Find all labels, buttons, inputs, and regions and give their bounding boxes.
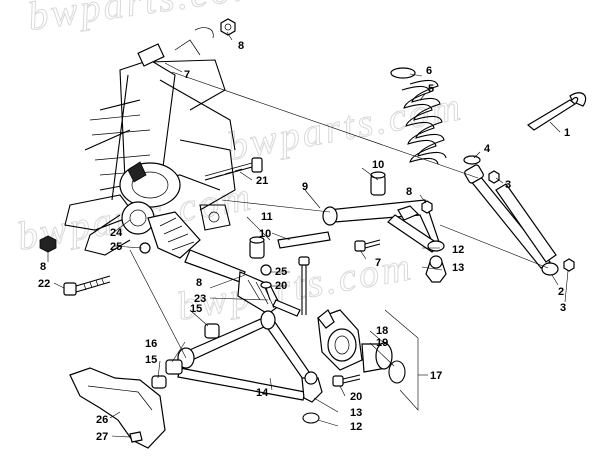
callout-2: 2 xyxy=(558,286,564,298)
frame-assembly xyxy=(64,27,236,256)
leader-lower-arm xyxy=(129,249,187,359)
rivet-27 xyxy=(129,431,143,443)
callout-21: 21 xyxy=(256,175,268,187)
callout-5: 5 xyxy=(428,83,434,95)
bushing-10-lower xyxy=(249,236,265,259)
callout-8-axle: 8 xyxy=(196,277,202,289)
hub-18 xyxy=(361,342,393,373)
callout-20-lower: 20 xyxy=(350,391,362,403)
callout-22: 22 xyxy=(38,278,50,290)
callout-16: 16 xyxy=(145,338,157,350)
callout-18: 18 xyxy=(376,325,388,337)
callout-4: 4 xyxy=(484,143,491,155)
upper-a-arm-9 xyxy=(322,199,441,253)
spring-spacer-4 xyxy=(463,155,481,165)
skid-plate-26 xyxy=(69,367,166,449)
callout-3-upper: 3 xyxy=(505,179,511,191)
drive-axle-8 xyxy=(147,211,301,317)
spring-retainer-6 xyxy=(390,67,416,79)
callout-8-top: 8 xyxy=(238,40,244,52)
callout-14: 14 xyxy=(256,387,269,399)
snap-ring-19 xyxy=(388,360,406,384)
watermark-text-lower: bwparts.com xyxy=(174,243,417,329)
callout-6: 6 xyxy=(426,65,432,77)
bolt-vertical-25 xyxy=(298,256,310,315)
callout-25-left: 25 xyxy=(110,241,122,253)
callout-25-upper: 25 xyxy=(275,266,287,278)
bolt-21 xyxy=(204,157,263,181)
callout-12-upper: 12 xyxy=(452,244,464,256)
callout-17: 17 xyxy=(430,370,442,382)
callout-20-upper: 20 xyxy=(275,280,287,292)
nut-8-top xyxy=(220,18,236,36)
nut-8-upper-arm xyxy=(421,200,433,214)
shock-absorber-2 xyxy=(464,164,559,276)
callout-7-arm: 7 xyxy=(375,257,381,269)
clip-20-upper xyxy=(260,281,272,289)
leader-shock-to-frame xyxy=(171,71,479,179)
callout-26: 26 xyxy=(96,414,108,426)
group-bracket-17 xyxy=(384,309,419,411)
callout-11: 11 xyxy=(261,211,273,223)
bushing-10-upper xyxy=(370,171,386,196)
callout-9: 9 xyxy=(302,181,308,193)
callout-19: 19 xyxy=(376,337,388,349)
ball-joint-12-13-lower xyxy=(301,371,323,424)
callout-3-lower: 3 xyxy=(560,302,566,314)
callout-27: 27 xyxy=(96,431,108,443)
bolt-22 xyxy=(63,275,111,296)
steering-knuckle xyxy=(317,309,363,371)
bolt-20-lower xyxy=(332,374,361,387)
spring-5 xyxy=(401,79,447,165)
callout-12-lower: 12 xyxy=(350,421,362,433)
spanner-wrench-1 xyxy=(526,92,587,131)
callout-15-lower: 15 xyxy=(145,354,157,366)
callout-15-upper: 15 xyxy=(190,303,202,315)
nut-3-lower xyxy=(563,258,575,272)
nut-8-left xyxy=(39,235,57,253)
callout-10-lower: 10 xyxy=(259,228,271,240)
ball-joint-12-13-upper xyxy=(425,240,447,283)
callout-10-upper: 10 xyxy=(372,159,384,171)
pivot-tube-11 xyxy=(277,231,331,249)
leader-upper-arm-shock xyxy=(439,224,549,269)
bolt-7-upper-arm xyxy=(354,239,381,252)
callout-23: 23 xyxy=(194,293,206,305)
bushing-15-upper xyxy=(204,323,220,339)
callout-7-top: 7 xyxy=(184,69,190,81)
callout-13-lower: 13 xyxy=(350,407,362,419)
sleeve-16 xyxy=(165,359,183,375)
callout-leaders xyxy=(47,31,569,438)
callout-24: 24 xyxy=(110,227,123,239)
clip-25-upper xyxy=(260,264,272,276)
callout-1: 1 xyxy=(564,127,570,139)
bolt-23 xyxy=(265,287,271,301)
callout-13-upper: 13 xyxy=(452,262,464,274)
nut-3-upper xyxy=(488,170,500,184)
callout-8-left: 8 xyxy=(40,261,46,273)
bushing-15-lower xyxy=(151,375,167,389)
callout-8-arm: 8 xyxy=(406,186,412,198)
callout-labels: 1 2 3 3 4 5 6 7 7 8 8 8 8 9 10 10 11 12 … xyxy=(38,40,570,443)
leader-upper-arm xyxy=(221,199,331,213)
